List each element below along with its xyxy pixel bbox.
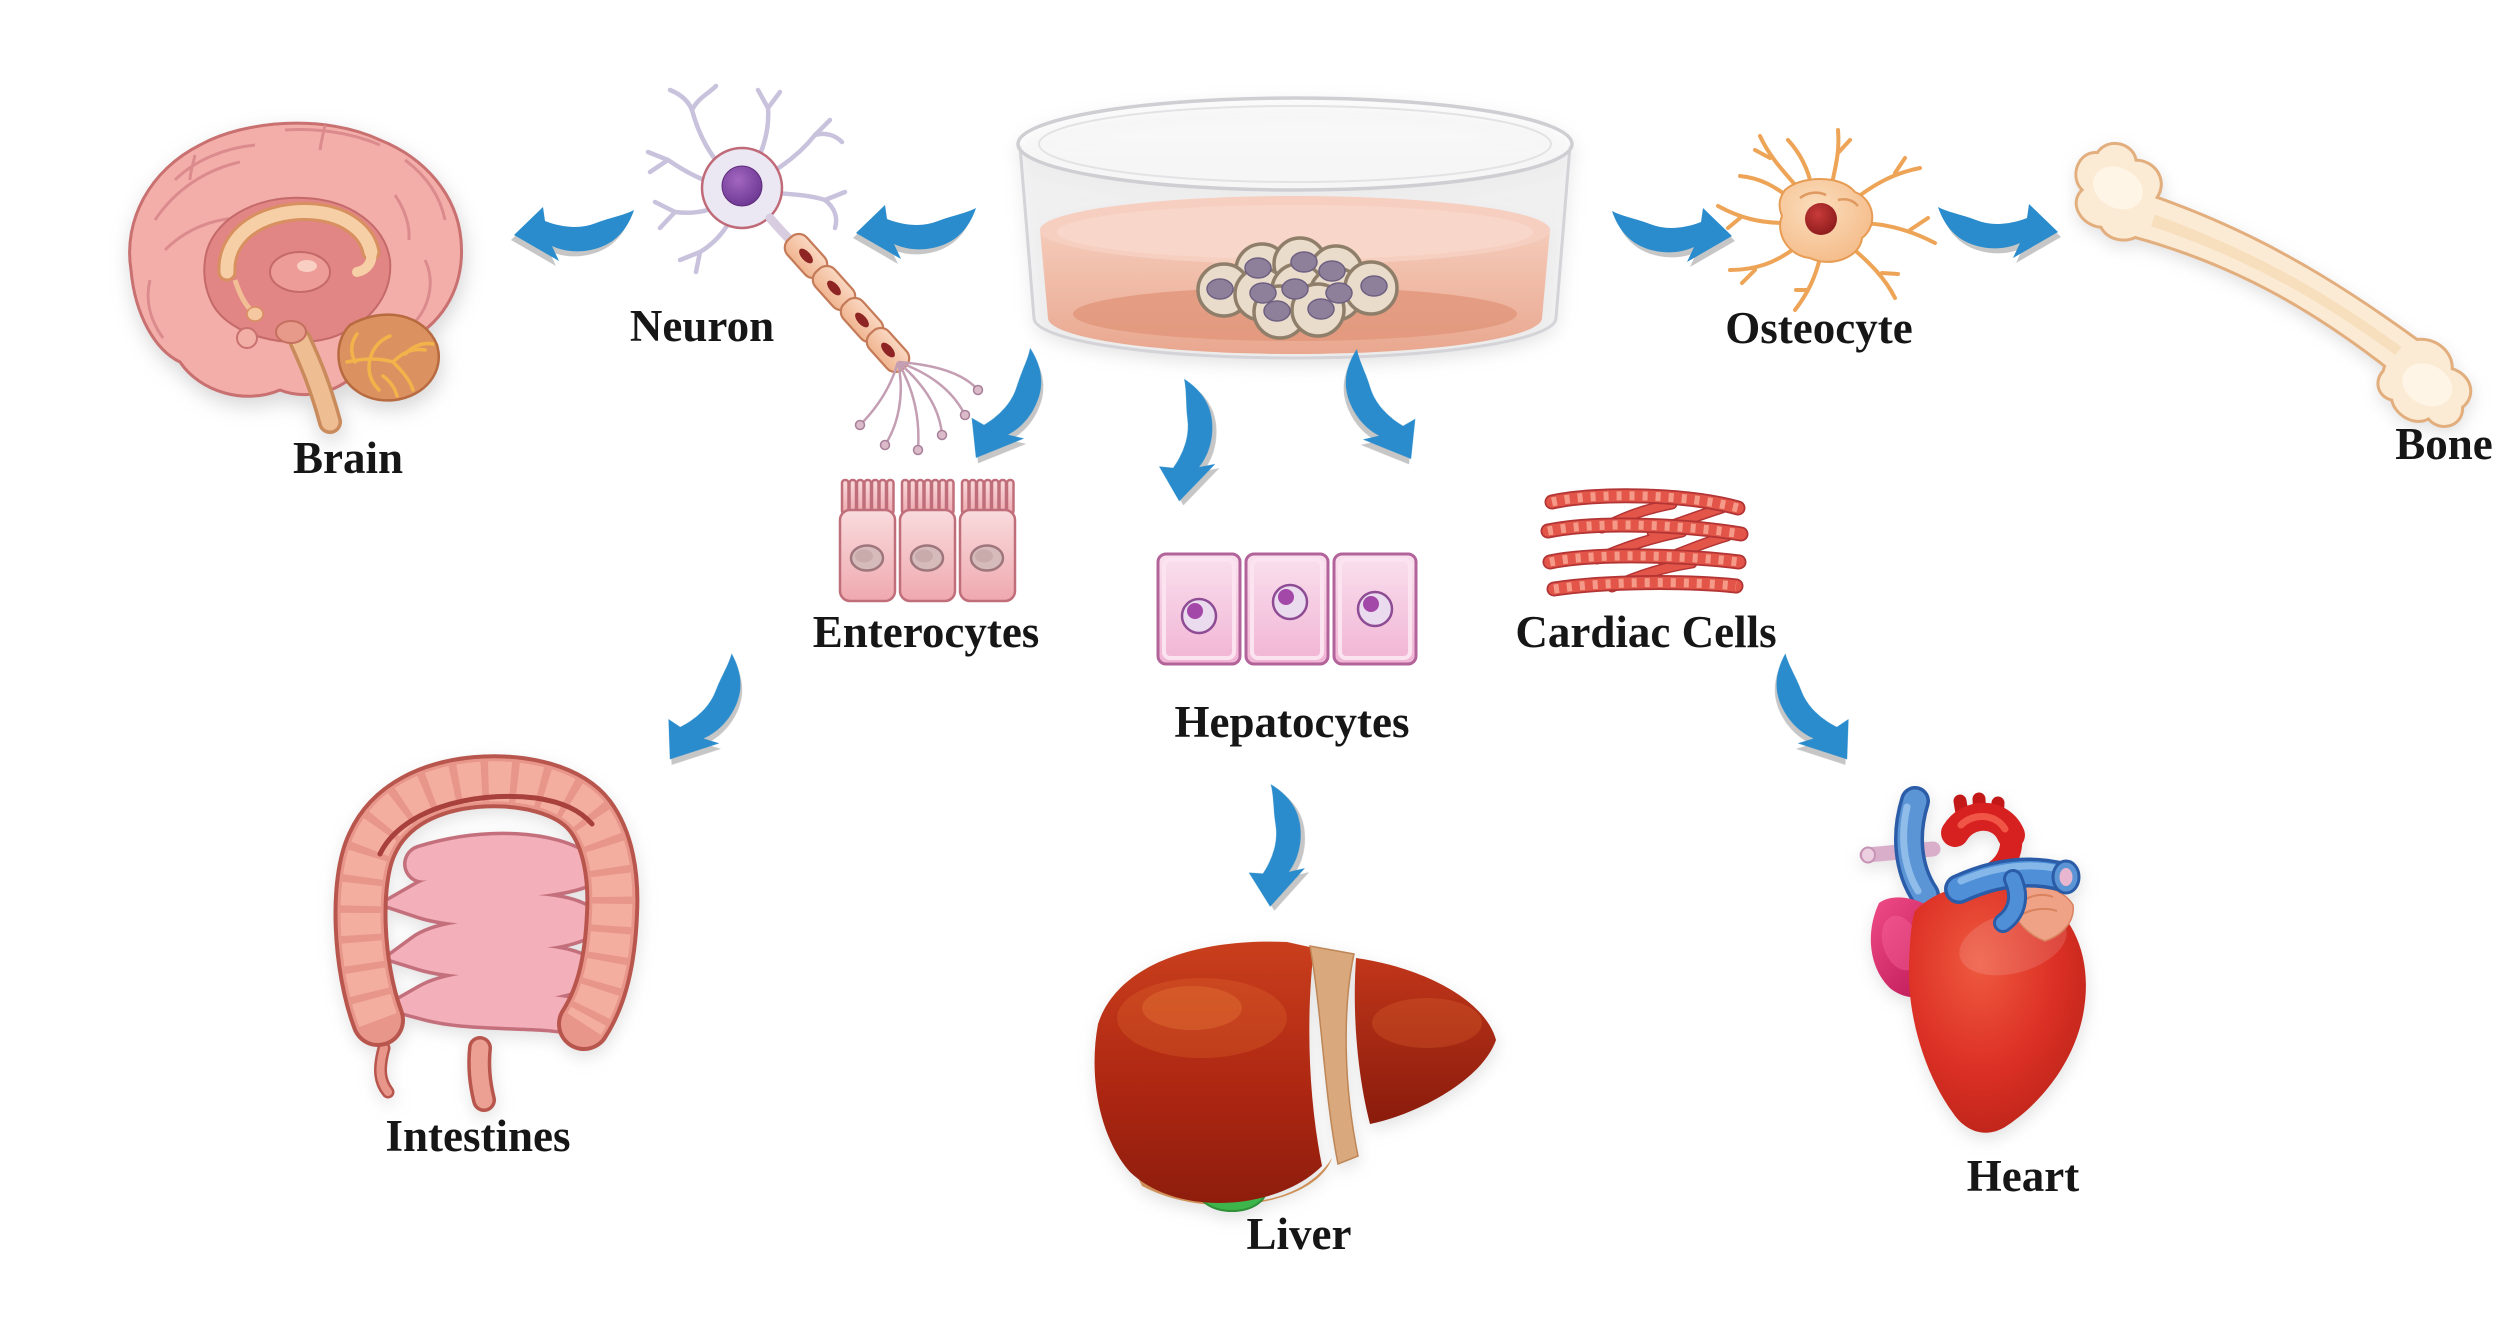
liver-organ-icon [1082,928,1502,1228]
label-liver: Liver [1246,1209,1352,1259]
arrow-dish-to-osteocyte-icon [1609,205,1741,267]
arrow-dish-to-hepatocytes-icon [1147,374,1239,517]
label-brain: Brain [292,433,404,483]
arrow-cardiac-cells-to-heart-icon [1742,647,1876,787]
label-osteocyte: Osteocyte [1725,303,1913,353]
arrow-dish-to-neuron-icon [847,202,979,264]
label-intestines: Intestines [385,1111,571,1161]
arrow-neuron-to-brain-icon [505,204,637,266]
neuron-cell-icon [620,80,984,480]
arrow-hepatocytes-to-liver-icon [1238,780,1326,922]
label-bone: Bone [2395,419,2493,469]
hepatocyte-cells-icon [1156,552,1418,667]
intestines-organ-icon [328,752,640,1112]
heart-organ-icon [1859,786,2113,1143]
label-cardiac-cells: Cardiac Cells [1515,607,1777,657]
cardiac-muscle-cells-icon [1540,486,1749,601]
femur-bone-icon [2060,135,2500,428]
label-neuron: Neuron [629,301,775,351]
brain-organ-icon [95,100,485,435]
label-hepatocytes: Hepatocytes [1174,697,1410,747]
osteocyte-cell-icon [1700,118,1950,328]
enterocyte-cells-icon [838,478,1017,603]
arrow-osteocyte-to-bone-icon [1935,201,2067,263]
petri-dish-icon [1000,82,1590,382]
arrow-enterocytes-to-intestines-icon [641,647,775,787]
label-heart: Heart [1966,1151,2080,1201]
label-enterocytes: Enterocytes [812,607,1040,657]
